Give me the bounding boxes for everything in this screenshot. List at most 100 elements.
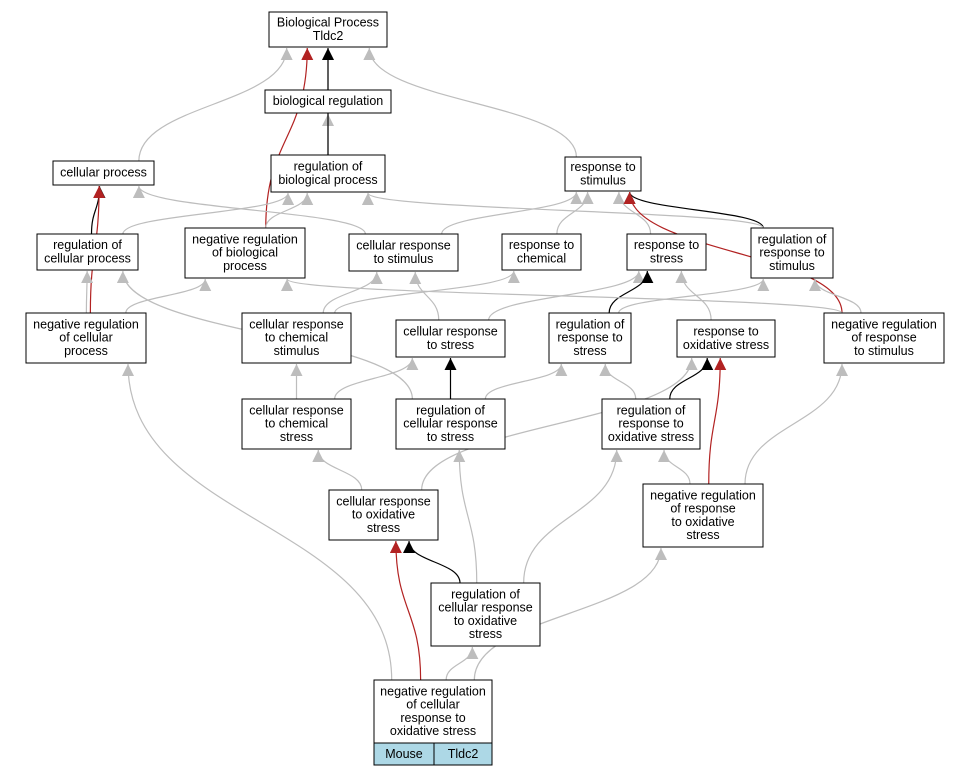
edge-is-a-negrespox-to-regrespox [658,449,691,485]
go-term-label-line: to stress [427,430,474,444]
go-term-box [184,227,306,279]
edge-negatively-regulates-negrespox-to-respox [708,357,727,485]
edge-is-a-cellproc-to-root [138,47,293,162]
go-term-label-line: cellular response [249,403,344,417]
go-term-label-line: chemical [517,251,566,265]
go-term-label-line: negative regulation [831,317,937,331]
go-term-label-line: negative regulation [33,317,139,331]
go-term-box [642,483,764,548]
go-term-label-line: oxidative stress [683,338,769,352]
edge-is-a-negrespox-to-negrespstim [744,363,848,485]
go-term-label-line: of response [851,331,916,345]
go-term-label-line: response to [634,238,699,252]
edge-is-a-regrespstress-to-regrespstim [618,278,770,314]
edge-is-a-target-to-negrespox [473,547,667,681]
go-term-box [348,233,459,272]
edge-is-a-cellrespchem-to-respchem [334,270,520,314]
go-term-label-line: to chemical [265,331,328,345]
go-term-box [564,156,642,192]
go-term-label-line: stress [650,251,683,265]
edge-is-a-target-to-regcellrespox [445,646,479,681]
edge-is-a-cellrespstim-to-respstim [441,191,583,235]
edge-is-a-respstim-to-root [363,47,577,158]
go-term-label-line: response to [557,331,622,345]
go-term-label-line: negative regulation [380,684,486,698]
go-term-label-line: regulation of [556,317,625,331]
go-term-label-line: to stimulus [854,344,914,358]
go-term-box [548,312,632,364]
edge-is-a-respstress-to-respstim [612,191,652,235]
go-term-label-line: cellular response [249,317,344,331]
edge-is-a-respchem-to-respstim [556,191,594,235]
edge-is-a-regcellrespox-to-regrespox [523,449,623,584]
legend-gene-cell [433,742,493,766]
go-term-box [241,312,352,364]
go-term-box [264,89,392,114]
go-term-box [823,312,945,364]
edge-is-a-regcell-to-regbio [122,192,295,235]
edge-is-a-cellrespchemstress-to-cellrespstress [334,357,419,400]
edge-is-a-regrespox-to-regrespstress [599,363,637,400]
go-term-box [501,233,582,271]
go-term-label-line: to oxidative [352,508,415,522]
go-term-label-line: process [223,259,267,273]
legend-organism: Mouse [385,747,423,761]
go-term-box [430,582,541,647]
go-term-label-line: stimulus [274,344,320,358]
edge-is-a-cellrespox-to-cellrespchemstress [312,449,363,491]
go-term-label-line: stress [280,430,313,444]
go-term-label-line: of biological [212,246,278,260]
go-term-label-line: response to [759,246,824,260]
go-term-label-line: to oxidative [671,515,734,529]
go-term-label-line: oxidative stress [390,724,476,738]
go-term-label-line: biological process [278,173,377,187]
go-term-label-line: regulation of [53,238,122,252]
go-term-label-line: stress [573,344,606,358]
go-term-label-line: regulation of [416,403,485,417]
go-term-node-bioreg[interactable]: biological regulation [264,89,392,114]
go-term-label-line: cellular response [403,417,498,431]
go-term-label-line: cellular process [60,166,147,180]
edge-is-a-respox-to-respstress [675,270,712,321]
go-term-label-line: of cellular [406,698,460,712]
go-term-box [395,319,506,358]
go-term-label-line: response to [400,711,465,725]
go-term-label-line: to stimulus [374,252,434,266]
go-term-label-line: stimulus [769,259,815,273]
go-term-box [626,233,707,271]
go-term-box [373,679,493,744]
edge-regulates-regcellrespox-to-cellrespox [403,540,461,584]
go-term-box [25,312,147,364]
go-term-label-line: response to [509,238,574,252]
edge-is-a-cellrespstim-to-cellproc [132,185,366,235]
edge-negatively-regulates-negrespstim-to-respstim [623,191,843,314]
go-term-label-line: negative regulation [650,488,756,502]
edge-is-a-target-to-negcell [122,363,393,681]
go-term-node-cellproc[interactable]: cellular process [52,160,155,186]
go-term-box [676,319,776,358]
